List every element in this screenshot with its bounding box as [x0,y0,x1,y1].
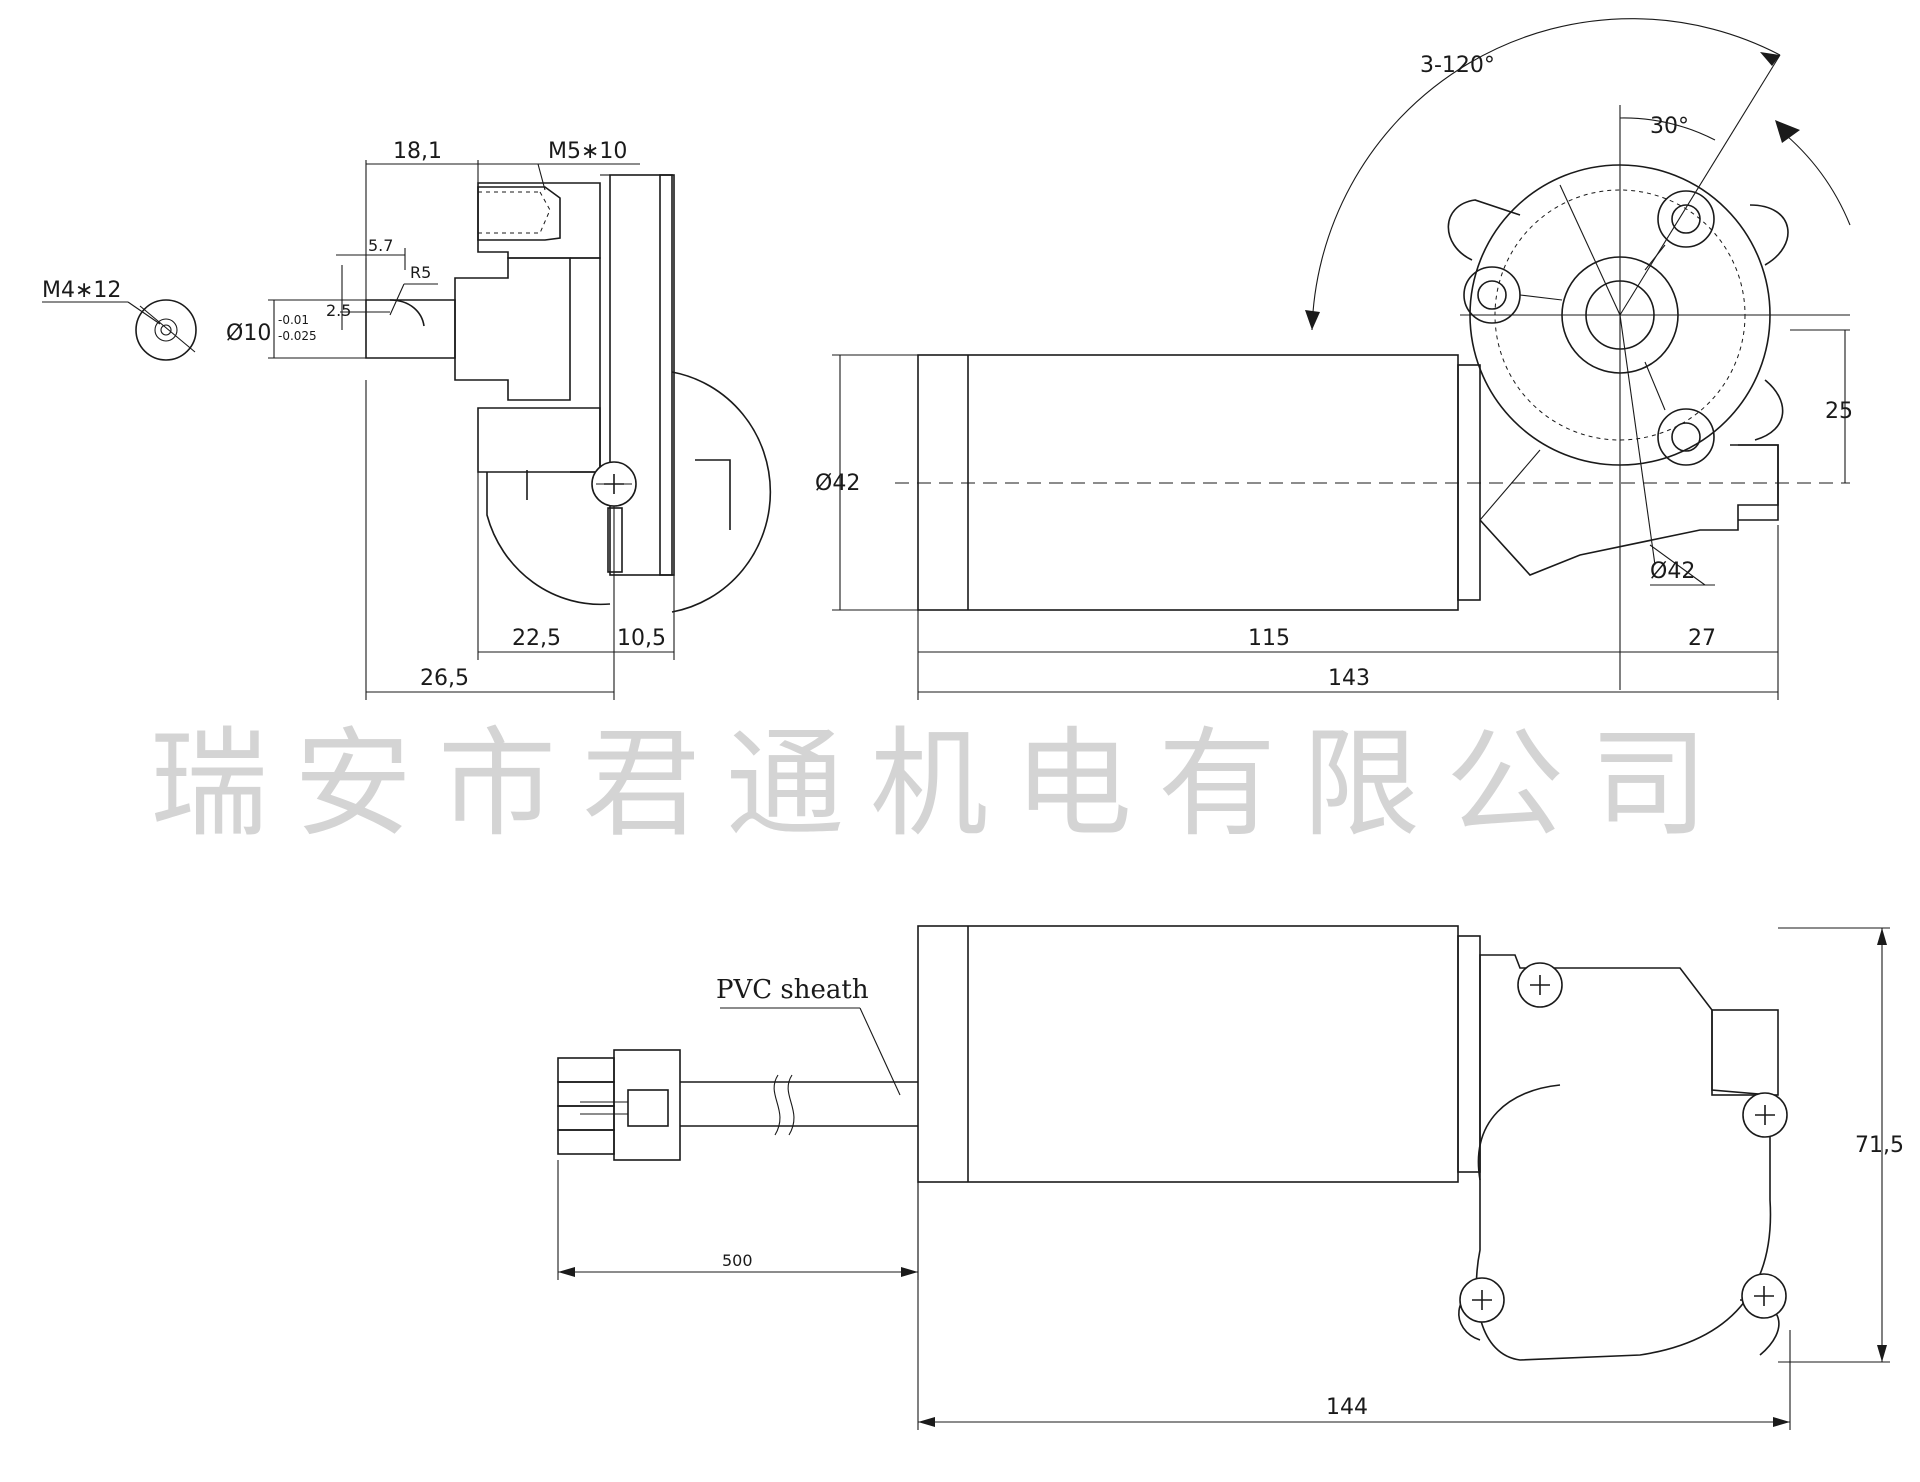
top-view: 3-120° 30° Ø42 Ø42 25 115 27 143 [815,18,1853,700]
bottom-view: PVC sheath 500 71,5 144 [557,925,1904,1430]
angle-holes-label: 3-120° [1420,53,1495,78]
angle-30-label: 30° [1650,114,1689,139]
dim-r5: R5 [410,263,431,282]
dim-115: 115 [1248,626,1290,651]
screw-m4-label: M4∗12 [42,278,121,303]
screw-top-left [1517,962,1563,1008]
screw-end-view: M4∗12 [42,278,197,361]
dim-shaft-dia: Ø10 [226,321,271,346]
dim-71-5: 71,5 [1855,1133,1904,1158]
dim-5-7: 5.7 [368,236,393,255]
pvc-sheath-label: PVC sheath [716,975,869,1005]
shaft-tol-upper: -0.01 [278,313,309,327]
screw-bottom-left [1459,1277,1505,1323]
dim-2-5: 2.5 [326,301,351,320]
dim-22-5: 22,5 [512,626,561,651]
screw-right [1742,1092,1788,1138]
dim-144: 144 [1326,1395,1368,1420]
company-watermark: 瑞安市君通机电有限公司 [150,715,1734,853]
dim-143: 143 [1328,666,1370,691]
dim-gear-dia: Ø42 [1650,559,1695,584]
dim-18-1: 18,1 [393,139,442,164]
dim-motor-dia: Ø42 [815,471,860,496]
mounting-hole-bottom [1657,408,1715,466]
side-view: M4∗12 18,1 [42,139,772,700]
shaft-tol-lower: -0.025 [278,329,317,343]
dim-25: 25 [1825,399,1853,424]
screw-bottom-right [1741,1273,1787,1319]
dim-27: 27 [1688,626,1716,651]
screw-m5-label: M5∗10 [548,139,627,164]
dim-500: 500 [722,1251,753,1270]
dim-26-5: 26,5 [420,666,469,691]
mounting-hole-top [1657,190,1715,248]
dim-10-5: 10,5 [617,626,666,651]
